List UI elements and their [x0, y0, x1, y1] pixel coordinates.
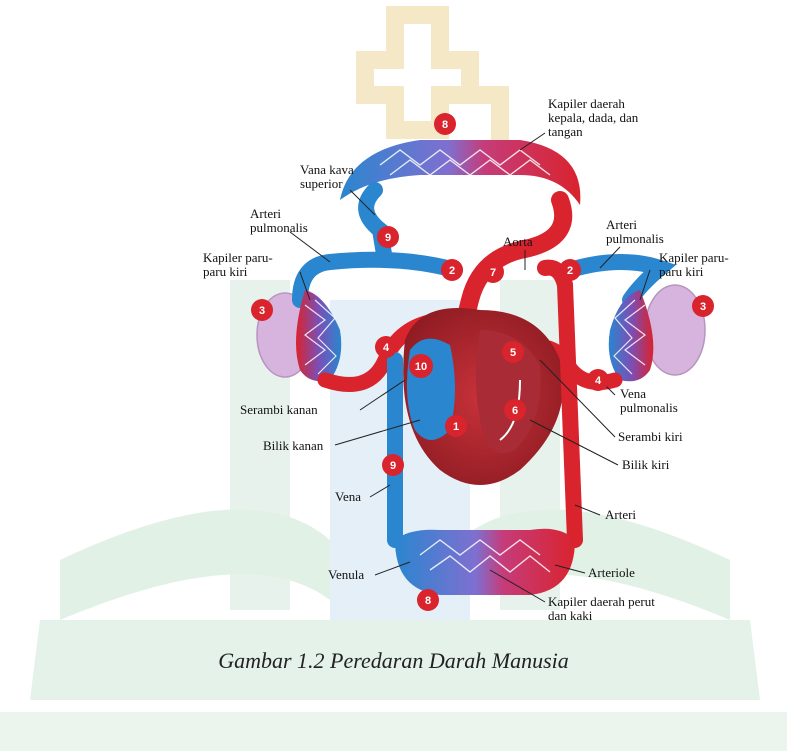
label-venula: Venula	[328, 567, 364, 582]
marker-4-right: 4	[587, 369, 609, 391]
svg-text:9: 9	[385, 232, 391, 244]
marker-10: 10	[409, 354, 433, 378]
figure-caption: Gambar 1.2 Peredaran Darah Manusia	[0, 648, 787, 674]
marker-5: 5	[502, 341, 524, 363]
label-aorta: Aorta	[503, 234, 533, 249]
label-kapiler-paru-right-2: paru kiri	[659, 264, 704, 279]
svg-text:6: 6	[512, 405, 518, 417]
svg-text:8: 8	[442, 119, 448, 131]
marker-3-left: 3	[251, 299, 273, 321]
label-arteriole: Arteriole	[588, 565, 635, 580]
label-kapiler-atas-3: tangan	[548, 124, 583, 139]
svg-text:4: 4	[383, 342, 390, 354]
svg-text:3: 3	[259, 305, 265, 317]
arteri-vessel	[565, 285, 575, 540]
svg-text:4: 4	[595, 375, 602, 387]
vena-kava-superior	[366, 190, 385, 260]
marker-6: 6	[504, 399, 526, 421]
marker-7: 7	[482, 261, 504, 283]
marker-2-left: 2	[441, 259, 463, 281]
label-kapiler-paru-right-1: Kapiler paru-	[659, 250, 729, 265]
label-arteri-pulmonalis-left-1: Arteri	[250, 206, 281, 221]
label-arteri: Arteri	[605, 507, 636, 522]
svg-text:8: 8	[425, 595, 431, 607]
label-vena: Vena	[335, 489, 361, 504]
svg-text:7: 7	[490, 267, 496, 279]
svg-text:2: 2	[449, 265, 455, 277]
marker-9-bottom: 9	[382, 454, 404, 476]
marker-4-left: 4	[375, 336, 397, 358]
svg-text:10: 10	[415, 361, 427, 373]
label-kapiler-paru-left-2: paru kiri	[203, 264, 248, 279]
label-kapiler-bawah-1: Kapiler daerah perut	[548, 594, 655, 609]
label-serambi-kanan: Serambi kanan	[240, 402, 318, 417]
label-vena-pulmonalis-2: pulmonalis	[620, 400, 678, 415]
svg-text:2: 2	[567, 265, 573, 277]
label-bilik-kanan: Bilik kanan	[263, 438, 324, 453]
label-bilik-kiri: Bilik kiri	[622, 457, 670, 472]
label-serambi-kiri: Serambi kiri	[618, 429, 683, 444]
svg-text:3: 3	[700, 301, 706, 313]
label-kapiler-atas-2: kepala, dada, dan	[548, 110, 639, 125]
label-vena-pulmonalis-1: Vena	[620, 386, 646, 401]
lower-capillary-bed	[395, 529, 575, 595]
label-arteri-pulmonalis-right-2: pulmonalis	[606, 231, 664, 246]
label-kapiler-atas-1: Kapiler daerah	[548, 96, 625, 111]
marker-8-bottom: 8	[417, 589, 439, 611]
label-vena-kava-2: superior	[300, 176, 343, 191]
svg-text:1: 1	[453, 421, 459, 433]
arteri-pulmonalis-left	[300, 260, 455, 300]
label-kapiler-paru-left-1: Kapiler paru-	[203, 250, 273, 265]
svg-text:9: 9	[390, 460, 396, 472]
marker-3-right: 3	[692, 295, 714, 317]
label-arteri-pulmonalis-right-1: Arteri	[606, 217, 637, 232]
marker-8-top: 8	[434, 113, 456, 135]
right-lung-capillaries	[609, 290, 654, 381]
label-vena-kava-1: Vana kava	[300, 162, 354, 177]
marker-9-top: 9	[377, 226, 399, 248]
svg-text:5: 5	[510, 347, 516, 359]
label-arteri-pulmonalis-left-2: pulmonalis	[250, 220, 308, 235]
marker-2-right: 2	[559, 259, 581, 281]
label-kapiler-bawah-2: dan kaki	[548, 608, 593, 623]
marker-1: 1	[445, 415, 467, 437]
